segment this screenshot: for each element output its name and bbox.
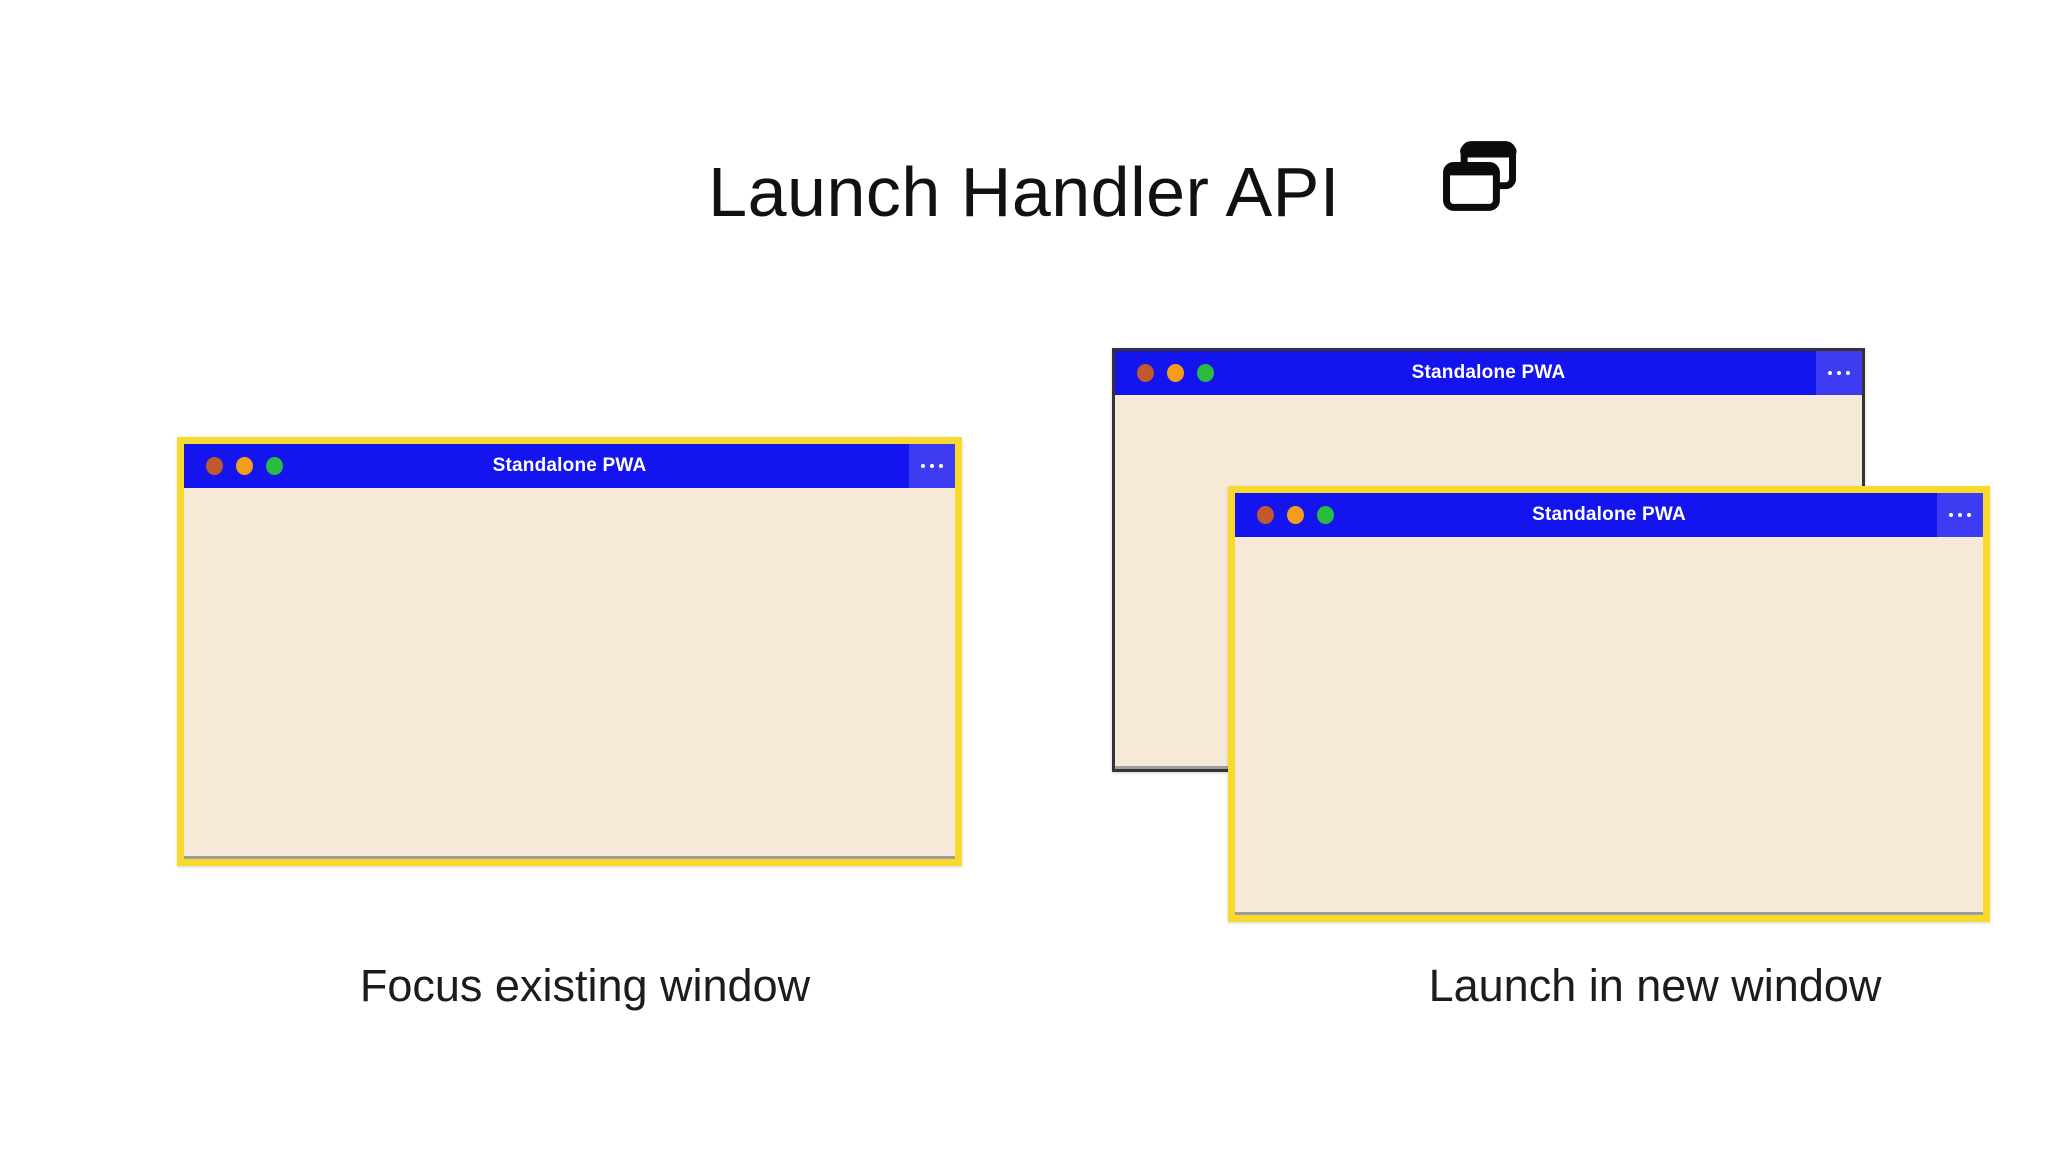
titlebar: Standalone PWA xyxy=(1235,493,1983,540)
ellipsis-icon xyxy=(939,464,943,468)
traffic-lights xyxy=(1137,351,1214,395)
traffic-lights xyxy=(1257,493,1334,537)
titlebar: Standalone PWA xyxy=(1115,351,1862,398)
minimize-dot-icon[interactable] xyxy=(236,457,253,475)
window-title: Standalone PWA xyxy=(1532,504,1686,525)
titlebar: Standalone PWA xyxy=(184,444,955,491)
caption-launch-new: Launch in new window xyxy=(1428,960,1882,1011)
ellipsis-icon xyxy=(1958,513,1962,517)
ellipsis-icon xyxy=(1828,371,1832,375)
pwa-window-new: Standalone PWA xyxy=(1228,486,1990,922)
ellipsis-menu-button[interactable] xyxy=(1937,493,1983,537)
maximize-dot-icon[interactable] xyxy=(1317,506,1334,524)
maximize-dot-icon[interactable] xyxy=(266,457,283,475)
minimize-dot-icon[interactable] xyxy=(1167,364,1184,382)
ellipsis-icon xyxy=(1949,513,1953,517)
caption-focus-existing: Focus existing window xyxy=(359,960,811,1011)
ellipsis-icon xyxy=(921,464,925,468)
cascade-windows-icon xyxy=(1443,141,1517,211)
ellipsis-icon xyxy=(930,464,934,468)
pwa-window-focused: Standalone PWA xyxy=(177,437,962,866)
ellipsis-icon xyxy=(1846,371,1850,375)
close-dot-icon[interactable] xyxy=(1137,364,1154,382)
window-title: Standalone PWA xyxy=(492,455,647,476)
maximize-dot-icon[interactable] xyxy=(1197,364,1214,382)
close-dot-icon[interactable] xyxy=(1257,506,1274,524)
ellipsis-icon xyxy=(1837,371,1841,375)
window-content xyxy=(1235,537,1983,915)
page-title: Launch Handler API xyxy=(708,153,1340,231)
traffic-lights xyxy=(206,444,283,488)
close-dot-icon[interactable] xyxy=(206,457,223,475)
ellipsis-menu-button[interactable] xyxy=(909,444,955,488)
window-title: Standalone PWA xyxy=(1411,362,1566,383)
ellipsis-icon xyxy=(1967,513,1971,517)
minimize-dot-icon[interactable] xyxy=(1287,506,1304,524)
ellipsis-menu-button[interactable] xyxy=(1816,351,1862,395)
window-content xyxy=(184,488,955,859)
